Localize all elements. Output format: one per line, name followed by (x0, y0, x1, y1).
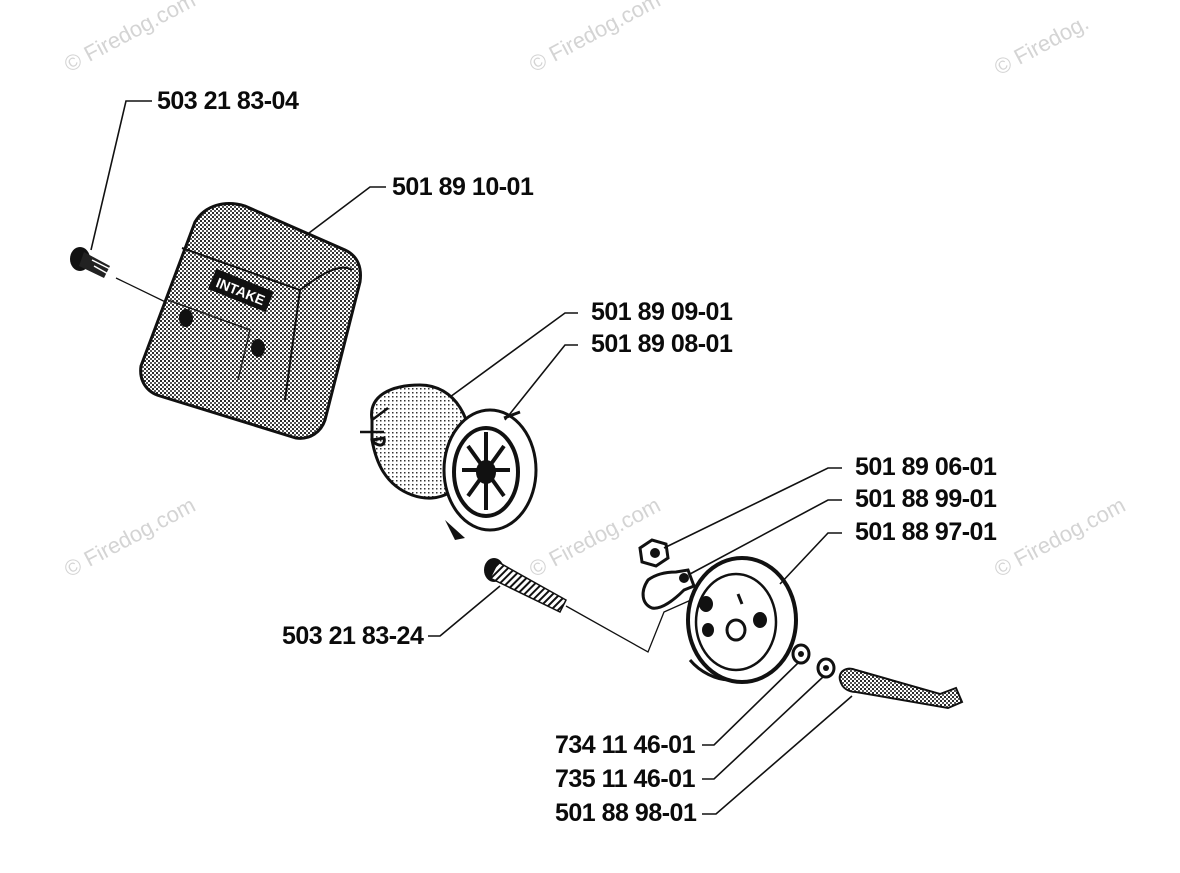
base-plate-part (686, 556, 798, 684)
part-label-base-plate: 501 88 97-01 (855, 518, 997, 546)
screw-top-part (70, 247, 113, 278)
part-label-choke-rod: 501 88 98-01 (555, 799, 697, 827)
part-label-washer-b: 735 11 46-01 (555, 765, 695, 793)
part-label-bracket: 501 88 99-01 (855, 485, 997, 513)
center-line (565, 595, 701, 653)
filter-cover-part: INTAKE (139, 202, 362, 440)
part-label-filter-cover: 501 89 10-01 (392, 173, 534, 201)
part-label-nut: 501 89 06-01 (855, 453, 997, 481)
washer-a-part (791, 643, 811, 665)
nut-part (638, 538, 670, 568)
part-label-filter-element: 501 89 09-01 (591, 298, 733, 326)
part-label-screw-top: 503 21 83-04 (157, 87, 299, 115)
choke-rod-part (838, 667, 964, 710)
part-label-washer-a: 734 11 46-01 (555, 731, 695, 759)
part-label-filter-holder: 501 89 08-01 (591, 330, 733, 358)
part-label-long-screw: 503 21 83-24 (282, 622, 424, 650)
long-screw-part (484, 558, 567, 613)
washer-b-part (816, 657, 836, 679)
leader-lines (90, 100, 853, 815)
filter-holder-part (442, 408, 538, 540)
bracket-part (641, 568, 696, 610)
